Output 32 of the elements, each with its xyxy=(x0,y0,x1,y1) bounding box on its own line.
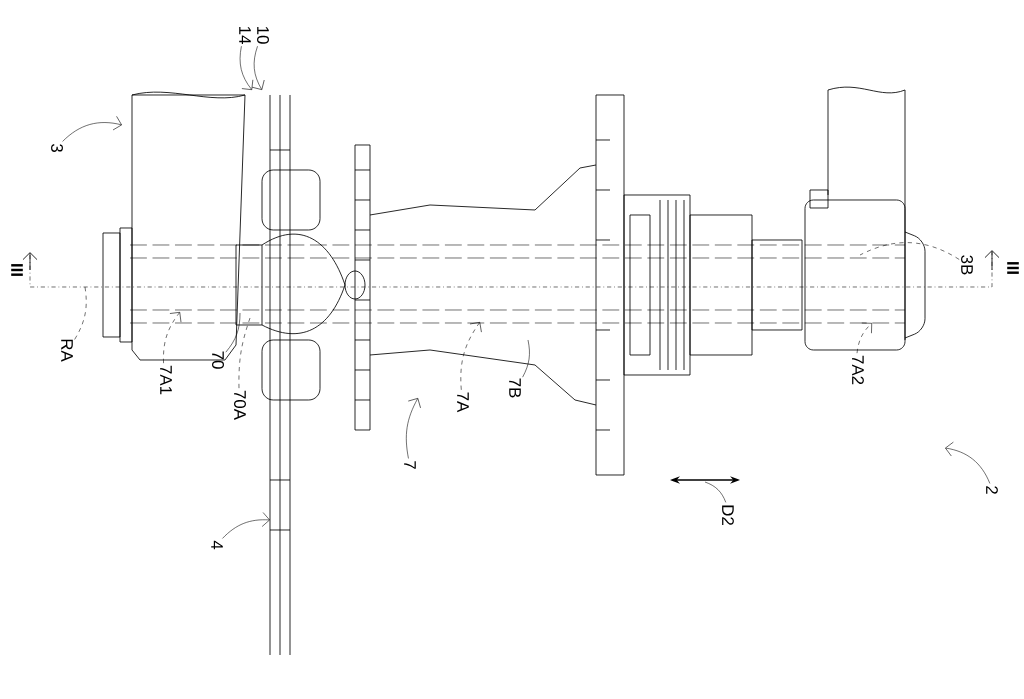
leader-line xyxy=(704,481,727,503)
leader-line xyxy=(406,398,421,459)
callout-number: 7A xyxy=(457,392,469,413)
leader-line xyxy=(859,242,960,260)
leader-line xyxy=(74,286,87,340)
callout-number: 3 xyxy=(51,143,63,152)
callout-number: 7A2 xyxy=(852,355,864,385)
callout-number: 14 xyxy=(239,26,251,44)
section-label: III xyxy=(1007,262,1019,274)
callout-number: RA xyxy=(61,339,73,362)
leader-line xyxy=(238,317,251,389)
leader-line xyxy=(239,45,254,90)
callout-number: D2 xyxy=(722,505,734,525)
leader-line xyxy=(460,322,482,391)
leader-line xyxy=(522,339,530,378)
callout-number: 7B xyxy=(509,378,521,398)
callout-number: 70A xyxy=(234,390,246,420)
leader-line xyxy=(945,441,991,484)
leader-line xyxy=(225,312,241,353)
callout-number: 4 xyxy=(211,540,223,550)
callout-number: 2 xyxy=(986,486,998,494)
leader-line xyxy=(163,312,182,364)
leader-line xyxy=(856,322,872,354)
section-label: III xyxy=(11,264,23,276)
leader-line xyxy=(222,512,270,539)
callout-number: 70 xyxy=(212,351,224,369)
callout-number: 10 xyxy=(257,26,269,44)
callout-number: 7 xyxy=(404,461,416,469)
callout-number: 7A1 xyxy=(160,365,172,395)
leader-line xyxy=(251,45,265,90)
callout-number: 3B xyxy=(961,255,973,275)
leader-line xyxy=(62,116,122,142)
